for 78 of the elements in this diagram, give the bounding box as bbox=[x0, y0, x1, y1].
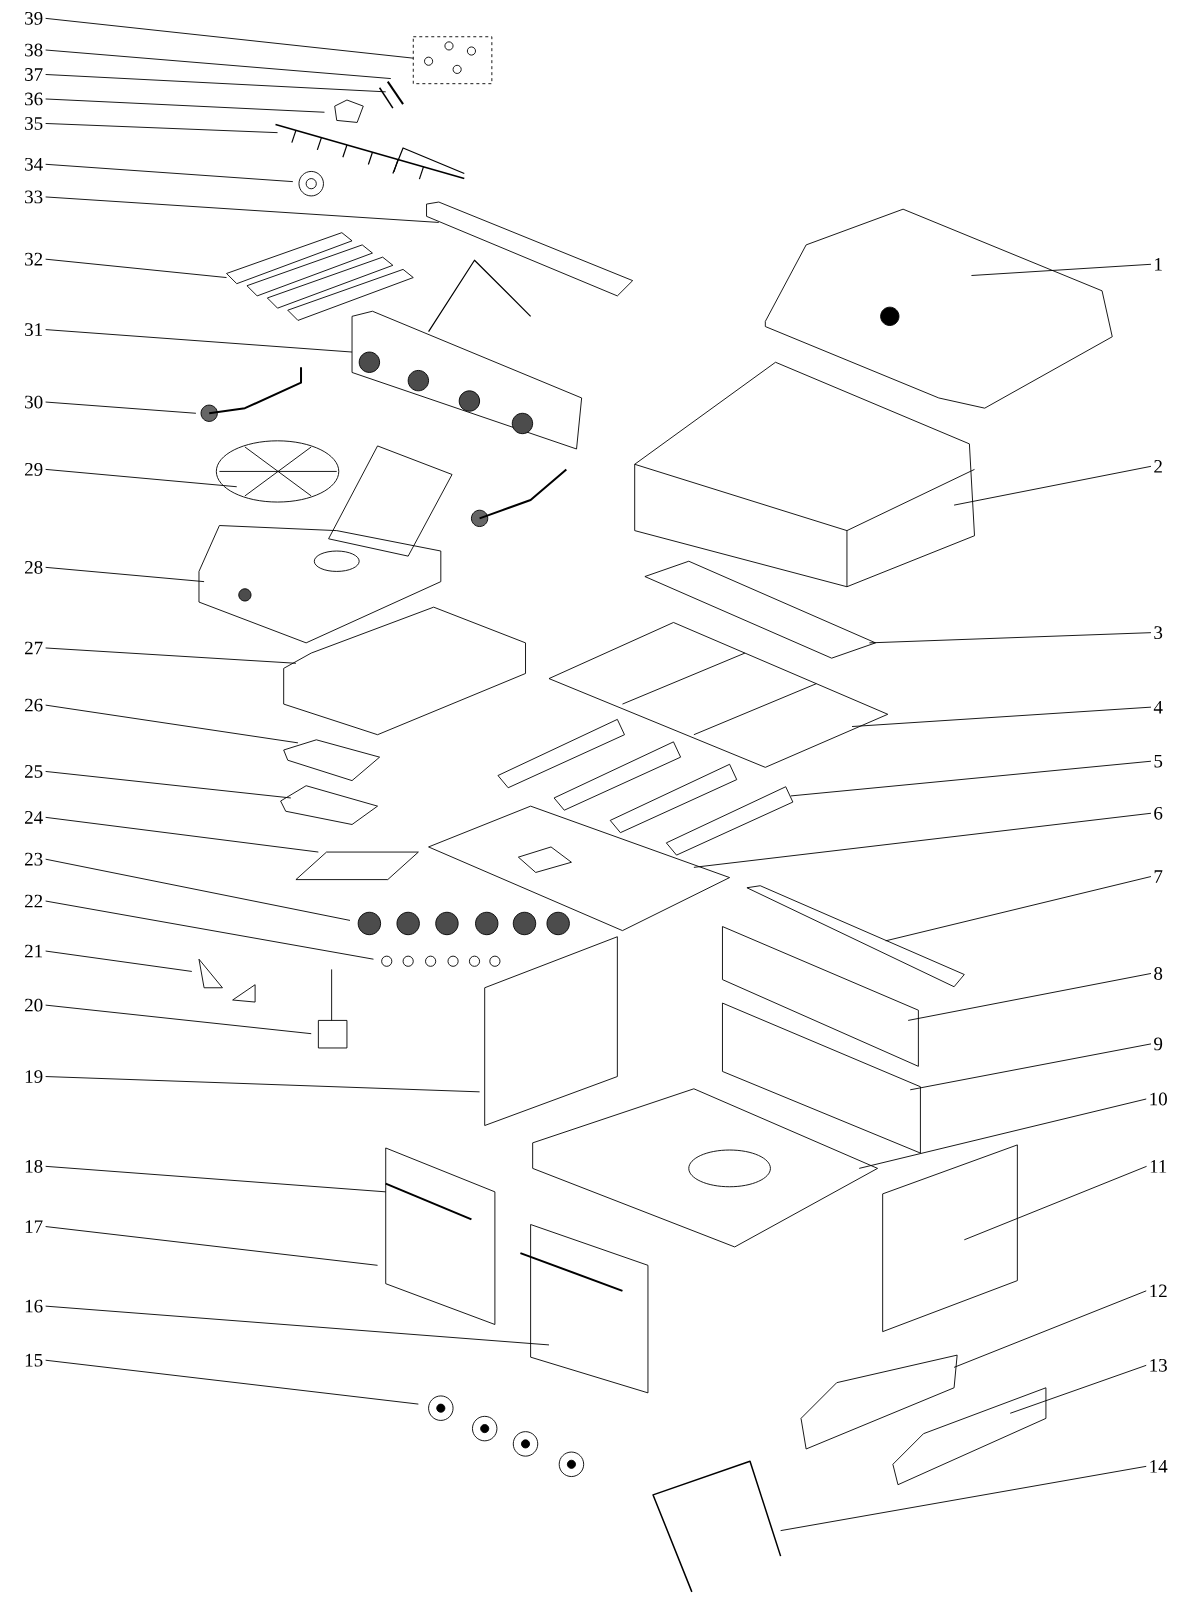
leader-line bbox=[45, 1359, 419, 1405]
leader-line bbox=[693, 812, 1152, 868]
callout-number: 6 bbox=[1154, 806, 1163, 820]
leader-line bbox=[45, 74, 387, 93]
leader-line bbox=[45, 647, 297, 664]
callout-number: 33 bbox=[25, 190, 43, 204]
callout-number: 32 bbox=[25, 252, 43, 266]
leader-line bbox=[790, 760, 1152, 797]
callout-number: 21 bbox=[25, 944, 43, 958]
leader-line bbox=[45, 123, 278, 134]
leader-line bbox=[45, 98, 325, 113]
leader-line bbox=[45, 1226, 378, 1266]
callout-number: 1 bbox=[1155, 258, 1162, 271]
leader-line bbox=[953, 465, 1152, 506]
callout-number: 28 bbox=[25, 560, 43, 574]
callout-number: 35 bbox=[25, 117, 43, 130]
leader-line bbox=[45, 704, 299, 744]
callout-number: 23 bbox=[25, 852, 43, 866]
leader-line bbox=[45, 1165, 387, 1193]
callout-number: 29 bbox=[25, 463, 43, 476]
leader-line bbox=[45, 858, 351, 921]
callout-number: 38 bbox=[25, 43, 43, 57]
callout-number: 8 bbox=[1154, 967, 1163, 980]
leader-line bbox=[45, 258, 227, 278]
leader-line bbox=[45, 17, 414, 59]
leader-line bbox=[858, 1098, 1147, 1169]
callout-number: 12 bbox=[1150, 1284, 1167, 1298]
callout-number: 19 bbox=[25, 1070, 43, 1083]
callout-number: 2 bbox=[1154, 460, 1162, 473]
callout-number: 25 bbox=[25, 765, 43, 778]
callout-number: 16 bbox=[25, 1299, 43, 1313]
callout-number: 14 bbox=[1150, 1460, 1168, 1473]
leader-line bbox=[909, 1043, 1152, 1091]
leader-line bbox=[45, 771, 292, 799]
leader-line bbox=[851, 706, 1152, 727]
leader-line bbox=[45, 1076, 481, 1093]
leader-line bbox=[45, 401, 197, 414]
callout-number: 24 bbox=[25, 811, 43, 824]
leader-line bbox=[45, 1004, 312, 1035]
leader-line bbox=[45, 816, 319, 853]
callout-number: 18 bbox=[25, 1159, 43, 1173]
leader-line bbox=[953, 1290, 1147, 1368]
callout-number: 26 bbox=[25, 698, 43, 712]
leader-line bbox=[45, 900, 374, 960]
callout-number: 20 bbox=[25, 998, 43, 1012]
leader-line bbox=[963, 1165, 1148, 1241]
callout-number: 39 bbox=[25, 12, 43, 25]
leader-line bbox=[45, 49, 392, 79]
callout-number: 30 bbox=[25, 395, 43, 409]
callout-number: 34 bbox=[25, 157, 43, 171]
callout-number: 36 bbox=[25, 92, 43, 106]
callout-number: 13 bbox=[1150, 1358, 1167, 1372]
callout-number: 17 bbox=[25, 1220, 43, 1233]
callout-number: 11 bbox=[1150, 1160, 1167, 1173]
leader-line bbox=[45, 566, 205, 583]
leader-line bbox=[907, 973, 1152, 1021]
callout-number: 31 bbox=[25, 323, 43, 336]
leader-line bbox=[971, 263, 1152, 276]
callout-number: 10 bbox=[1150, 1092, 1167, 1106]
leader-line bbox=[45, 468, 238, 488]
leader-line bbox=[45, 196, 440, 223]
callout-number: 27 bbox=[25, 641, 43, 655]
leader-line bbox=[1009, 1364, 1147, 1414]
leader-line bbox=[45, 1305, 550, 1346]
leader-line bbox=[45, 950, 193, 972]
callout-number: 3 bbox=[1154, 626, 1163, 640]
callout-number: 15 bbox=[25, 1353, 43, 1367]
callout-number: 7 bbox=[1154, 870, 1163, 883]
callout-number: 37 bbox=[25, 68, 43, 81]
leader-line bbox=[45, 329, 353, 353]
callout-number: 4 bbox=[1153, 700, 1163, 714]
leader-line bbox=[885, 876, 1152, 942]
leader-line bbox=[780, 1465, 1147, 1532]
callout-number: 9 bbox=[1154, 1037, 1163, 1051]
leader-line bbox=[868, 632, 1152, 644]
callout-number: 5 bbox=[1154, 754, 1163, 768]
callout-number: 22 bbox=[25, 894, 43, 908]
leader-line bbox=[45, 163, 294, 183]
